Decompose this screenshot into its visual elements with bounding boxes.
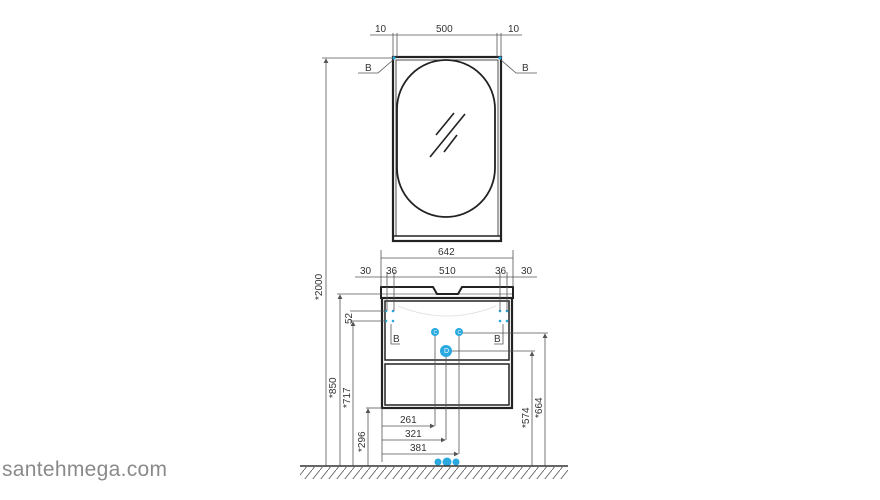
cabinet-mount-b-right: B: [494, 334, 501, 345]
svg-text:52: 52: [344, 312, 355, 324]
svg-text:D: D: [444, 348, 449, 355]
svg-text:C: C: [458, 330, 462, 336]
hot-water-connector: [455, 328, 463, 336]
svg-text:*850: *850: [328, 377, 339, 398]
dim-mirror-left: 10: [375, 24, 387, 35]
cabinet-top-dimensions: 642 30 36 510 36 30: [355, 247, 537, 311]
vanity-cabinet: B B: [380, 286, 514, 410]
cabinet-right-dimensions: *574 *664: [446, 332, 548, 466]
svg-text:321: 321: [405, 429, 422, 440]
svg-text:*2000: *2000: [314, 273, 325, 300]
lower-drawer: [384, 363, 510, 406]
svg-text:510: 510: [439, 266, 456, 277]
cold-water-connector: [431, 328, 439, 336]
glass-reflection-icon: [429, 112, 466, 158]
dim-mirror-right: 10: [508, 24, 520, 35]
svg-text:381: 381: [410, 443, 427, 454]
svg-text:30: 30: [360, 266, 372, 277]
connectors: C C D: [431, 328, 463, 467]
drain-connector: [440, 345, 452, 357]
svg-text:30: 30: [521, 266, 533, 277]
cabinet-mount-b-left: B: [393, 334, 400, 345]
mirror-top-dimensions: 10 500 10 B B: [358, 24, 537, 74]
watermark: santehmega.com: [2, 458, 168, 481]
oval-mirror: [396, 59, 496, 218]
mount-label-b-right: B: [522, 63, 529, 74]
mount-label-b-left: B: [365, 63, 372, 74]
cabinet-left-dimensions: *850 52 *717 *296: [328, 293, 386, 466]
floor-line: [300, 465, 568, 479]
svg-text:261: 261: [400, 415, 417, 426]
svg-text:*717: *717: [342, 387, 353, 408]
upper-drawer: [384, 300, 510, 361]
dim-mirror-width: 500: [436, 24, 453, 35]
svg-text:*296: *296: [357, 431, 368, 452]
svg-text:36: 36: [495, 266, 507, 277]
cabinet-bottom-dimensions: 261 321 381: [381, 333, 460, 462]
mirror: [391, 55, 503, 243]
svg-text:*574: *574: [521, 407, 532, 428]
svg-text:C: C: [434, 330, 438, 336]
svg-text:642: 642: [438, 247, 455, 258]
svg-text:36: 36: [386, 266, 398, 277]
svg-text:*664: *664: [534, 397, 545, 418]
total-height-dimension: *2000: [314, 57, 393, 466]
